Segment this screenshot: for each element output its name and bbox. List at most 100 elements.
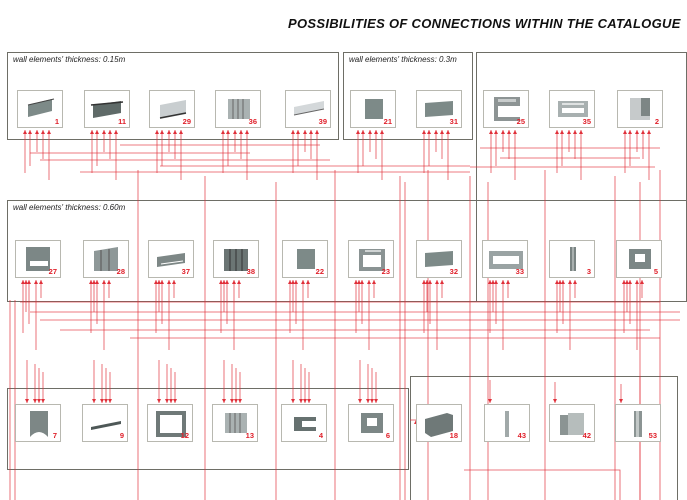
arrow-head — [380, 130, 384, 134]
element-card-12[interactable]: 12 — [147, 404, 193, 442]
arrow-head — [315, 130, 319, 134]
arrow-head — [234, 399, 238, 403]
element-card-37[interactable]: 37 — [148, 240, 194, 278]
arrow-head — [555, 280, 559, 284]
group-bottom-left — [7, 388, 409, 470]
diagram-title: POSSIBILITIES OF CONNECTIONS WITHIN THE … — [288, 16, 681, 31]
element-card-3[interactable]: 3 — [549, 240, 595, 278]
element-number: 28 — [116, 267, 125, 276]
element-number: 3 — [586, 267, 591, 276]
arrow-head — [34, 280, 38, 284]
element-card-18[interactable]: 18 — [416, 404, 462, 442]
element-card-25[interactable]: 25 — [483, 90, 529, 128]
element-card-4[interactable]: 4 — [281, 404, 327, 442]
element-card-28[interactable]: 28 — [83, 240, 129, 278]
arrow-head — [21, 280, 25, 284]
element-number: 53 — [648, 431, 657, 440]
element-card-7[interactable]: 7 — [15, 404, 61, 442]
element-card-1[interactable]: 1 — [17, 90, 63, 128]
element-number: 5 — [653, 267, 658, 276]
element-card-31[interactable]: 31 — [416, 90, 462, 128]
element-card-5[interactable]: 5 — [616, 240, 662, 278]
group-label: wall elements' thickness: 0.3m — [349, 55, 457, 64]
element-card-43[interactable]: 43 — [484, 404, 530, 442]
arrow-head — [172, 280, 176, 284]
wall-element-icon — [157, 253, 185, 267]
arrow-head — [558, 280, 562, 284]
element-number: 32 — [449, 267, 458, 276]
arrow-head — [357, 280, 361, 284]
element-card-38[interactable]: 38 — [213, 240, 259, 278]
arrow-head — [358, 399, 362, 403]
element-card-9[interactable]: 9 — [82, 404, 128, 442]
arrow-head — [647, 130, 651, 134]
arrow-head — [567, 130, 571, 134]
arrow-head — [370, 399, 374, 403]
element-card-13[interactable]: 13 — [212, 404, 258, 442]
arrow-head — [299, 399, 303, 403]
element-card-23[interactable]: 23 — [348, 240, 394, 278]
arrow-head — [296, 130, 300, 134]
element-card-32[interactable]: 32 — [416, 240, 462, 278]
wall-element-icon — [30, 411, 48, 437]
element-card-39[interactable]: 39 — [285, 90, 331, 128]
wall-element-icon — [228, 99, 250, 119]
wall-element-icon — [94, 247, 118, 271]
arrow-head — [553, 399, 557, 403]
element-number: 2 — [654, 117, 659, 126]
element-card-33[interactable]: 33 — [482, 240, 528, 278]
arrow-head — [488, 280, 492, 284]
arrow-head — [619, 399, 623, 403]
arrow-head — [238, 399, 242, 403]
element-number: 43 — [517, 431, 526, 440]
element-card-22[interactable]: 22 — [282, 240, 328, 278]
arrow-head — [291, 280, 295, 284]
arrow-head — [230, 399, 234, 403]
element-number: 29 — [182, 117, 191, 126]
arrow-head — [307, 399, 311, 403]
group-label: wall elements' thickness: 0.60m — [13, 203, 126, 212]
wall-element-icon — [359, 249, 385, 271]
wall-element-icon — [224, 249, 248, 271]
element-card-29[interactable]: 29 — [149, 90, 195, 128]
arrow-head — [356, 130, 360, 134]
wall-element-icon — [294, 417, 316, 431]
element-card-6[interactable]: 6 — [348, 404, 394, 442]
group-thickness-03: wall elements' thickness: 0.3m — [343, 52, 473, 140]
arrow-head — [494, 130, 498, 134]
arrow-head — [427, 130, 431, 134]
arrow-head — [368, 130, 372, 134]
arrow-head — [303, 399, 307, 403]
element-card-2[interactable]: 2 — [617, 90, 663, 128]
arrow-head — [225, 280, 229, 284]
wall-element-icon — [558, 101, 588, 117]
arrow-head — [239, 130, 243, 134]
group-label: wall elements' thickness: 0.15m — [13, 55, 126, 64]
element-card-53[interactable]: 53 — [615, 404, 661, 442]
element-number: 13 — [245, 431, 254, 440]
arrow-head — [154, 280, 158, 284]
arrow-head — [39, 280, 43, 284]
arrow-head — [160, 280, 164, 284]
arrow-head — [222, 399, 226, 403]
element-card-11[interactable]: 11 — [84, 90, 130, 128]
element-card-27[interactable]: 27 — [15, 240, 61, 278]
element-card-35[interactable]: 35 — [549, 90, 595, 128]
wall-element-icon — [159, 100, 187, 119]
arrow-head — [360, 280, 364, 284]
arrow-head — [23, 130, 27, 134]
arrow-head — [226, 130, 230, 134]
arrow-head — [37, 399, 41, 403]
arrow-head — [428, 280, 432, 284]
arrow-head — [560, 130, 564, 134]
element-card-36[interactable]: 36 — [215, 90, 261, 128]
element-card-21[interactable]: 21 — [350, 90, 396, 128]
arrow-head — [169, 399, 173, 403]
arrow-head — [179, 130, 183, 134]
element-card-42[interactable]: 42 — [549, 404, 595, 442]
wall-element-icon — [489, 251, 523, 269]
arrow-head — [167, 280, 171, 284]
element-number: 33 — [515, 267, 524, 276]
wall-element-icon — [156, 411, 186, 437]
